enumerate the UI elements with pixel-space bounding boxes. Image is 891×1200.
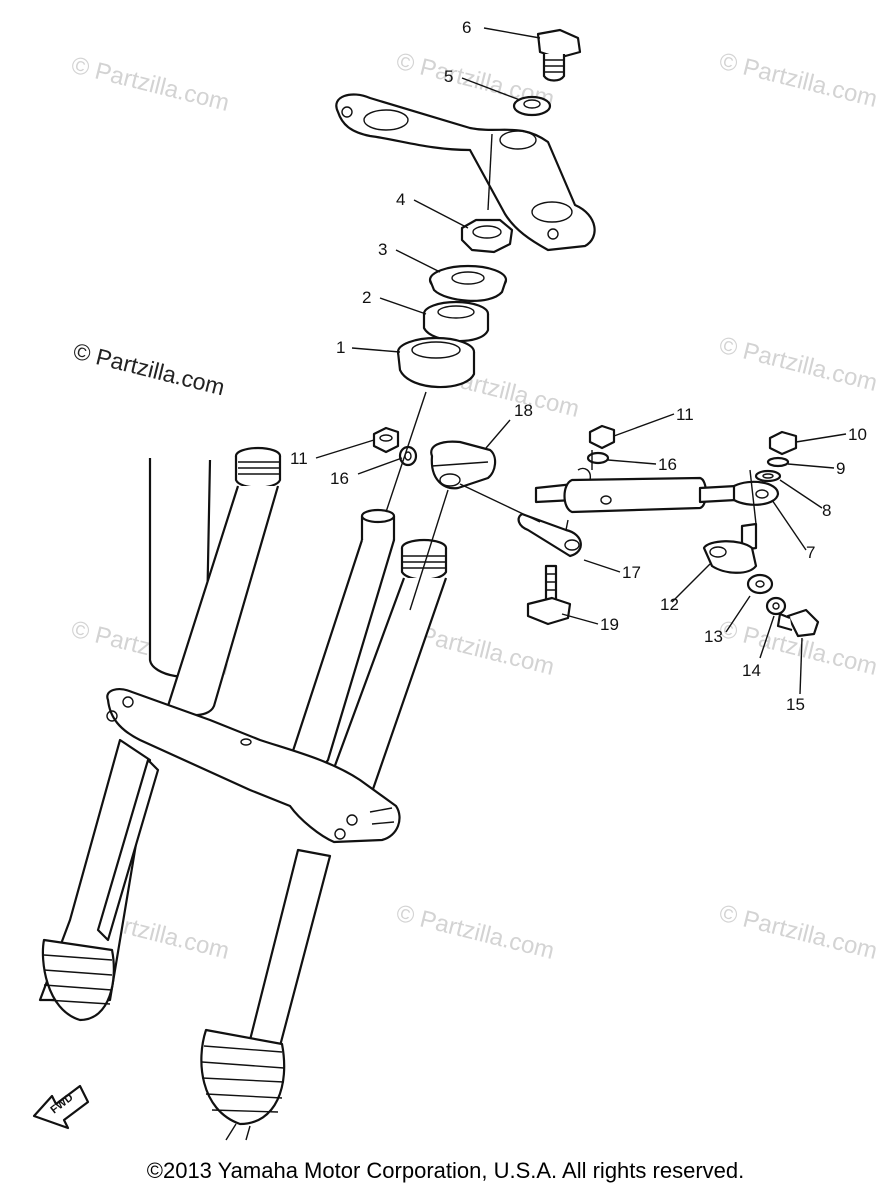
part-2-bearing bbox=[422, 300, 490, 343]
watermark: © Partzilla.com bbox=[69, 52, 232, 117]
part-5-washer bbox=[512, 95, 552, 117]
part-15-bolt bbox=[776, 608, 820, 638]
callout-11-right: 11 bbox=[676, 405, 694, 424]
callout-12: 12 bbox=[660, 595, 679, 614]
callout-1: 1 bbox=[336, 338, 345, 357]
callout-14: 14 bbox=[742, 661, 761, 680]
callout-5: 5 bbox=[444, 67, 453, 86]
upper-bracket bbox=[335, 93, 596, 252]
callout-11-left: 11 bbox=[290, 449, 308, 468]
callout-19: 19 bbox=[600, 615, 619, 634]
callout-17: 17 bbox=[622, 563, 641, 582]
part-17-rod-end bbox=[517, 512, 582, 558]
fork-assembly bbox=[38, 446, 448, 1141]
part-18-clamp bbox=[430, 440, 497, 490]
part-8-washer bbox=[754, 469, 782, 483]
callout-8: 8 bbox=[822, 501, 831, 520]
part-12-bracket bbox=[702, 522, 758, 574]
callout-7: 7 bbox=[806, 543, 815, 562]
fwd-arrow: FWD bbox=[32, 1084, 90, 1130]
watermark: © Partzilla.com bbox=[717, 332, 880, 397]
callout-3: 3 bbox=[378, 240, 387, 259]
callout-16-right: 16 bbox=[658, 455, 677, 474]
part-1-bearing bbox=[396, 336, 476, 389]
watermark: © Partzilla.com bbox=[394, 900, 557, 965]
watermark-main: © Partzilla.com bbox=[71, 338, 228, 401]
part-3-cover bbox=[428, 264, 508, 302]
callout-15: 15 bbox=[786, 695, 805, 714]
part-14-washer bbox=[765, 596, 787, 616]
watermark: © Partzilla.com bbox=[717, 900, 880, 965]
callout-2: 2 bbox=[362, 288, 371, 307]
callout-10: 10 bbox=[848, 425, 867, 444]
callout-4: 4 bbox=[396, 190, 405, 209]
callout-6: 6 bbox=[462, 18, 471, 37]
part-6-bolt bbox=[536, 28, 582, 82]
watermark: © Partzilla.com bbox=[717, 48, 880, 113]
part-19-bolt bbox=[526, 564, 572, 626]
callouts: 6 5 4 3 2 1 11 16 18 11 16 10 9 8 7 17 1… bbox=[290, 18, 867, 714]
copyright-notice: ©2013 Yamaha Motor Corporation, U.S.A. A… bbox=[146, 1158, 745, 1183]
part-10-nut bbox=[768, 430, 798, 456]
damper-cylinder bbox=[534, 467, 780, 531]
part-13-washer bbox=[746, 573, 774, 595]
callout-16-left: 16 bbox=[330, 469, 349, 488]
part-11-nut-left bbox=[372, 426, 400, 454]
callout-18: 18 bbox=[514, 401, 533, 420]
part-11-nut-right bbox=[588, 424, 616, 450]
part-16-washer-right bbox=[586, 451, 610, 465]
part-4-ring-nut bbox=[460, 218, 514, 254]
leader-lines bbox=[315, 27, 847, 695]
callout-13: 13 bbox=[704, 627, 723, 646]
callout-9: 9 bbox=[836, 459, 845, 478]
part-9-washer bbox=[766, 456, 790, 468]
